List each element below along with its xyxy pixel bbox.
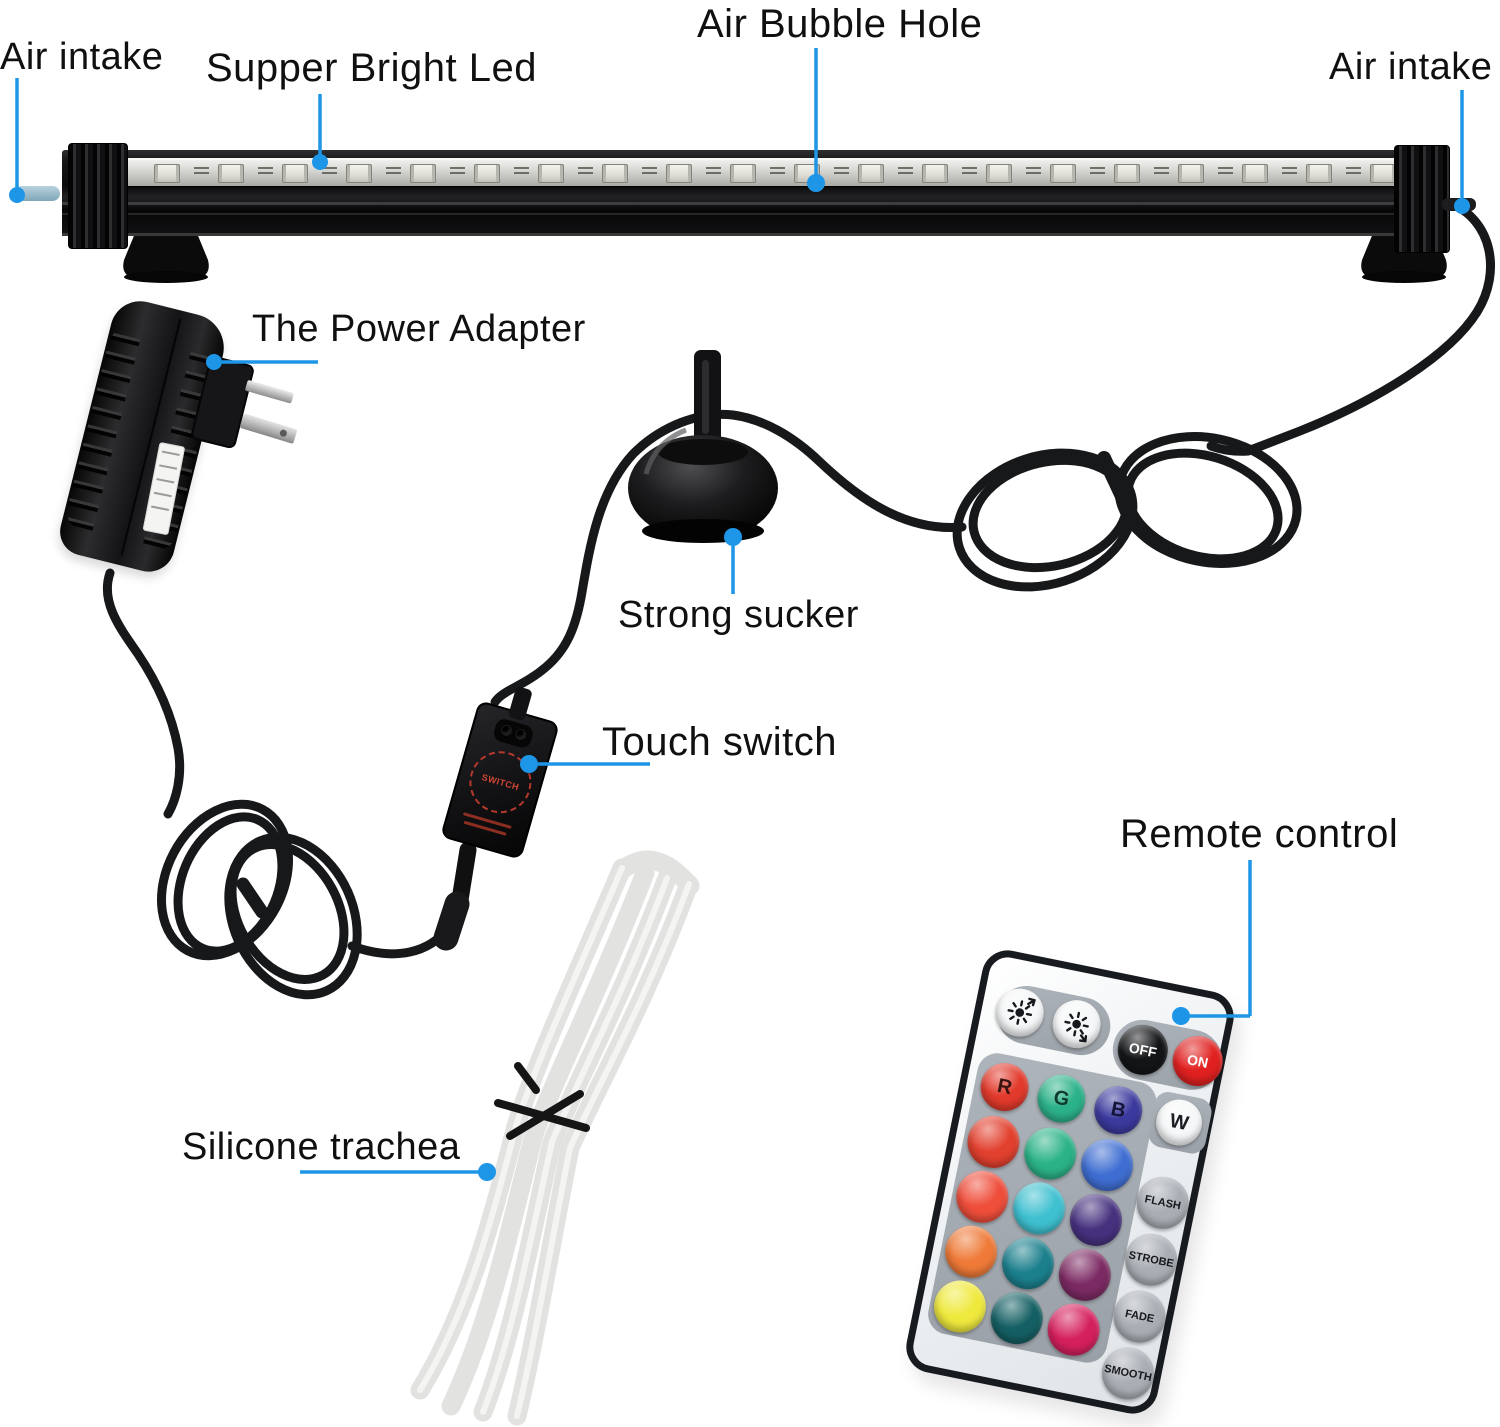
led-chip (538, 164, 564, 183)
silicone-tube-bundle (410, 850, 700, 1426)
led-print-mark (642, 167, 657, 177)
silicone-trachea-dot (478, 1163, 496, 1181)
led-chip (986, 164, 1012, 183)
remote-button-flash-label: FLASH (1143, 1193, 1182, 1213)
super-bright-led-label: Supper Bright Led (206, 46, 537, 90)
led-chip (154, 164, 180, 183)
bar-edge (62, 233, 1448, 236)
plug-prong (239, 413, 298, 445)
led-chip (218, 164, 244, 183)
led-print-mark (1218, 167, 1233, 177)
led-print-mark (258, 167, 273, 177)
bar-groove (62, 202, 1448, 205)
remote-button-r-label: R (995, 1074, 1014, 1099)
sucker-cable (490, 409, 967, 707)
led-print-mark (450, 167, 465, 177)
remote-button-flash: FLASH (1132, 1172, 1194, 1234)
bar-power-cable (1243, 198, 1495, 456)
remote-button-fade-label: FADE (1123, 1307, 1156, 1326)
led-chip (1178, 164, 1204, 183)
led-chip (1050, 164, 1076, 183)
silicone-trachea-label: Silicone trachea (182, 1126, 461, 1168)
prong-hole (278, 428, 288, 438)
led-print-mark (578, 167, 593, 177)
power-adapter-label: The Power Adapter (252, 308, 586, 350)
led-strip (128, 158, 1410, 186)
strong-sucker-device (628, 350, 778, 543)
led-chip (666, 164, 692, 183)
ir-sensor-icon (491, 717, 535, 750)
remote-button-strobe: STROBE (1120, 1229, 1182, 1291)
switch-badge: SWITCH (462, 743, 539, 821)
led-print-mark (1346, 167, 1361, 177)
touch-switch-device: SWITCH (440, 685, 560, 860)
led-print-mark (1154, 167, 1169, 177)
strong-sucker-label: Strong sucker (618, 594, 859, 636)
led-chip (474, 164, 500, 183)
air-intake-nozzle-right (1442, 198, 1476, 211)
led-light-bar (14, 143, 1476, 253)
power-adapter-device (55, 294, 298, 578)
led-chip (858, 164, 884, 183)
end-bracket-left (68, 143, 128, 249)
adapter-cord (102, 568, 185, 819)
led-print-mark (770, 167, 785, 177)
air-intake-left-label: Air intake (0, 36, 164, 78)
remote-button-on-label: ON (1185, 1051, 1210, 1071)
dc-connector-barrel (450, 841, 477, 915)
led-print-mark (1026, 167, 1041, 177)
remote-button-off-label: OFF (1127, 1039, 1159, 1061)
switch-badge-text: SWITCH (480, 772, 521, 793)
led-print-mark (1282, 167, 1297, 177)
end-bracket-right (1394, 145, 1450, 253)
led-print-mark (834, 167, 849, 177)
touch-switch-label: Touch switch (602, 720, 837, 764)
remote-button-smooth: SMOOTH (1097, 1342, 1159, 1405)
led-chip (410, 164, 436, 183)
strong-sucker-dot (724, 528, 742, 546)
tube-tie (494, 1062, 590, 1140)
adapter-ribs (62, 320, 144, 534)
remote-button-strobe-label: STROBE (1127, 1249, 1175, 1271)
remote-button-fade: FADE (1108, 1285, 1171, 1348)
remote-button-brightness-down (1048, 995, 1105, 1053)
led-chip (1306, 164, 1332, 183)
remote-face: OFF ON R G B W FLASH STROBE FADE SMOOTH (910, 954, 1230, 1410)
dc-connector-plug (433, 891, 470, 951)
cable-tie (236, 877, 269, 919)
led-print-mark (386, 167, 401, 177)
led-chip (282, 164, 308, 183)
led-print-mark (514, 167, 529, 177)
led-print-mark (194, 167, 209, 177)
cable-strain-relief (507, 685, 533, 722)
remote-button-smooth-label: SMOOTH (1103, 1362, 1153, 1385)
led-chip (1370, 164, 1396, 183)
led-print-mark (322, 167, 337, 177)
led-chip (794, 164, 820, 183)
led-print-mark (1090, 167, 1105, 177)
led-chip (346, 164, 372, 183)
remote-button-b-label: B (1109, 1097, 1128, 1122)
led-chip (602, 164, 628, 183)
air-intake-right-label: Air intake (1329, 46, 1493, 88)
air-bubble-hole-label: Air Bubble Hole (697, 2, 983, 46)
remote-button-g-label: G (1051, 1085, 1072, 1111)
remote-button-w-label: W (1167, 1109, 1191, 1135)
led-chip (730, 164, 756, 183)
led-print-mark (706, 167, 721, 177)
plug-prong (244, 379, 295, 404)
led-print-mark (962, 167, 977, 177)
led-chip (1242, 164, 1268, 183)
led-chip (1114, 164, 1140, 183)
remote-control-device: OFF ON R G B W FLASH STROBE FADE SMOOTH (901, 945, 1239, 1419)
remote-button-brightness-up (991, 984, 1049, 1041)
air-intake-nozzle-left (14, 186, 60, 201)
cable-tie (1097, 451, 1133, 512)
led-chip (922, 164, 948, 183)
bar-groove (62, 213, 1448, 215)
remote-control-label: Remote control (1120, 812, 1399, 856)
led-print-mark (898, 167, 913, 177)
